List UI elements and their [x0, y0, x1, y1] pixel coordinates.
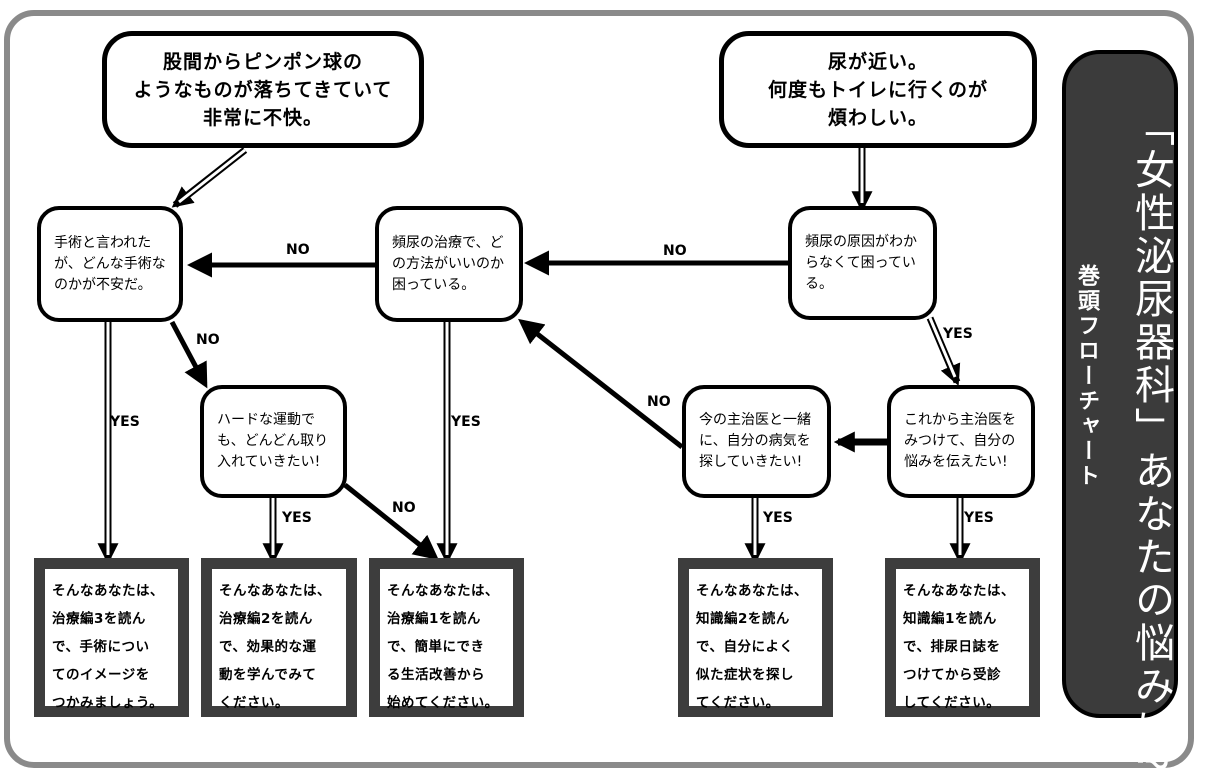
result-treatment-2: そんなあなたは、 治療編2を読ん で、効果的な運 動を学んでみて ください。	[201, 558, 357, 717]
question-treatment-method-text: 頻尿の治療で、ど の方法がいいのか 困っている。	[392, 234, 504, 293]
question-new-doctor-text: これから主治医を みつけて、自分の 悩みを伝えたい!	[904, 412, 1016, 470]
label-yes-cause-to-new-doctor: YES	[943, 326, 973, 342]
result-treatment-1-text: そんなあなたは、 治療編1を読ん で、簡単にでき る生活改善から 始めてください…	[387, 583, 499, 711]
label-yes-surgery-to-treat3: YES	[110, 414, 140, 430]
result-treatment-2-text: そんなあなたは、 治療編2を読ん で、効果的な運 動を学んでみて ください。	[219, 583, 331, 711]
result-treatment-3: そんなあなたは、 治療編3を読ん で、手術につい てのイメージを つかみましょう…	[34, 558, 189, 717]
question-treatment-method: 頻尿の治療で、ど の方法がいいのか 困っている。	[375, 206, 523, 322]
question-current-doctor-text: 今の主治医と一緒 に、自分の病気を 探していきたい!	[699, 412, 811, 470]
arrow-exercise-to-treat1	[343, 483, 439, 561]
title-sub: 巻頭フローチャート	[1074, 264, 1099, 489]
label-yes-exercise-to-treat2: YES	[282, 510, 312, 526]
result-knowledge-1: そんなあなたは、 知識編1を読ん で、排尿日誌を つけてから受診 してください。	[885, 558, 1040, 717]
question-new-doctor: これから主治医を みつけて、自分の 悩みを伝えたい!	[887, 385, 1035, 498]
label-yes-new-doctor-to-know1: YES	[964, 510, 994, 526]
label-no-cause-to-treatment: NO	[663, 243, 687, 259]
start-node-lump-text: 股間からピンポン球の ようなものが落ちてきていて 非常に不快。	[133, 50, 393, 129]
double-arrow-lump-to-surgery	[171, 147, 248, 208]
result-knowledge-2-text: そんなあなたは、 知識編2を読ん で、自分によく 似た症状を探し てください。	[696, 583, 808, 711]
question-hard-exercise-text: ハードな運動で も、どんどん取り 入れていきたい!	[217, 412, 329, 470]
question-unknown-cause-text: 頻尿の原因がわか らなくて困ってい る。	[805, 233, 917, 292]
label-yes-current-doctor-to-know2: YES	[763, 510, 793, 526]
start-node-frequent-urination-text: 尿が近い。 何度もトイレに行くのが 煩わしい。	[767, 50, 988, 129]
arrow-surgery-to-exercise	[169, 320, 208, 389]
start-node-frequent-urination: 尿が近い。 何度もトイレに行くのが 煩わしい。	[719, 31, 1037, 148]
result-treatment-1: そんなあなたは、 治療編1を読ん で、簡単にでき る生活改善から 始めてください…	[369, 558, 524, 717]
question-surgery-anxiety-text: 手術と言われた が、どんな手術な のかが不安だ。	[54, 234, 166, 293]
label-no-exercise-to-treat1: NO	[392, 500, 416, 516]
title-panel: 「女性泌尿器科」あなたの悩みは? 巻頭フローチャート	[1062, 50, 1178, 775]
label-no-current-doctor-to-treatment: NO	[647, 394, 671, 410]
result-knowledge-1-text: そんなあなたは、 知識編1を読ん で、排尿日誌を つけてから受診 してください。	[903, 583, 1015, 711]
label-no-surgery-to-exercise: NO	[196, 332, 220, 348]
start-node-lump: 股間からピンポン球の ようなものが落ちてきていて 非常に不快。	[102, 31, 424, 148]
result-knowledge-2: そんなあなたは、 知識編2を読ん で、自分によく 似た症状を探し てください。	[678, 558, 833, 717]
title-main: 「女性泌尿器科」あなたの悩みは?	[1128, 106, 1174, 776]
label-yes-treatment-to-treat1: YES	[451, 414, 481, 430]
double-arrow-cause-to-new-doctor	[926, 316, 961, 386]
result-treatment-3-text: そんなあなたは、 治療編3を読ん で、手術につい てのイメージを つかみましょう…	[52, 583, 164, 711]
question-current-doctor: 今の主治医と一緒 に、自分の病気を 探していきたい!	[682, 385, 831, 498]
question-surgery-anxiety: 手術と言われた が、どんな手術な のかが不安だ。	[37, 206, 183, 322]
label-no-treatment-to-surgery: NO	[286, 242, 310, 258]
question-unknown-cause: 頻尿の原因がわか らなくて困ってい る。	[788, 206, 937, 320]
question-hard-exercise: ハードな運動で も、どんどん取り 入れていきたい!	[200, 385, 347, 498]
arrow-current-doctor-to-treatment	[518, 318, 684, 449]
